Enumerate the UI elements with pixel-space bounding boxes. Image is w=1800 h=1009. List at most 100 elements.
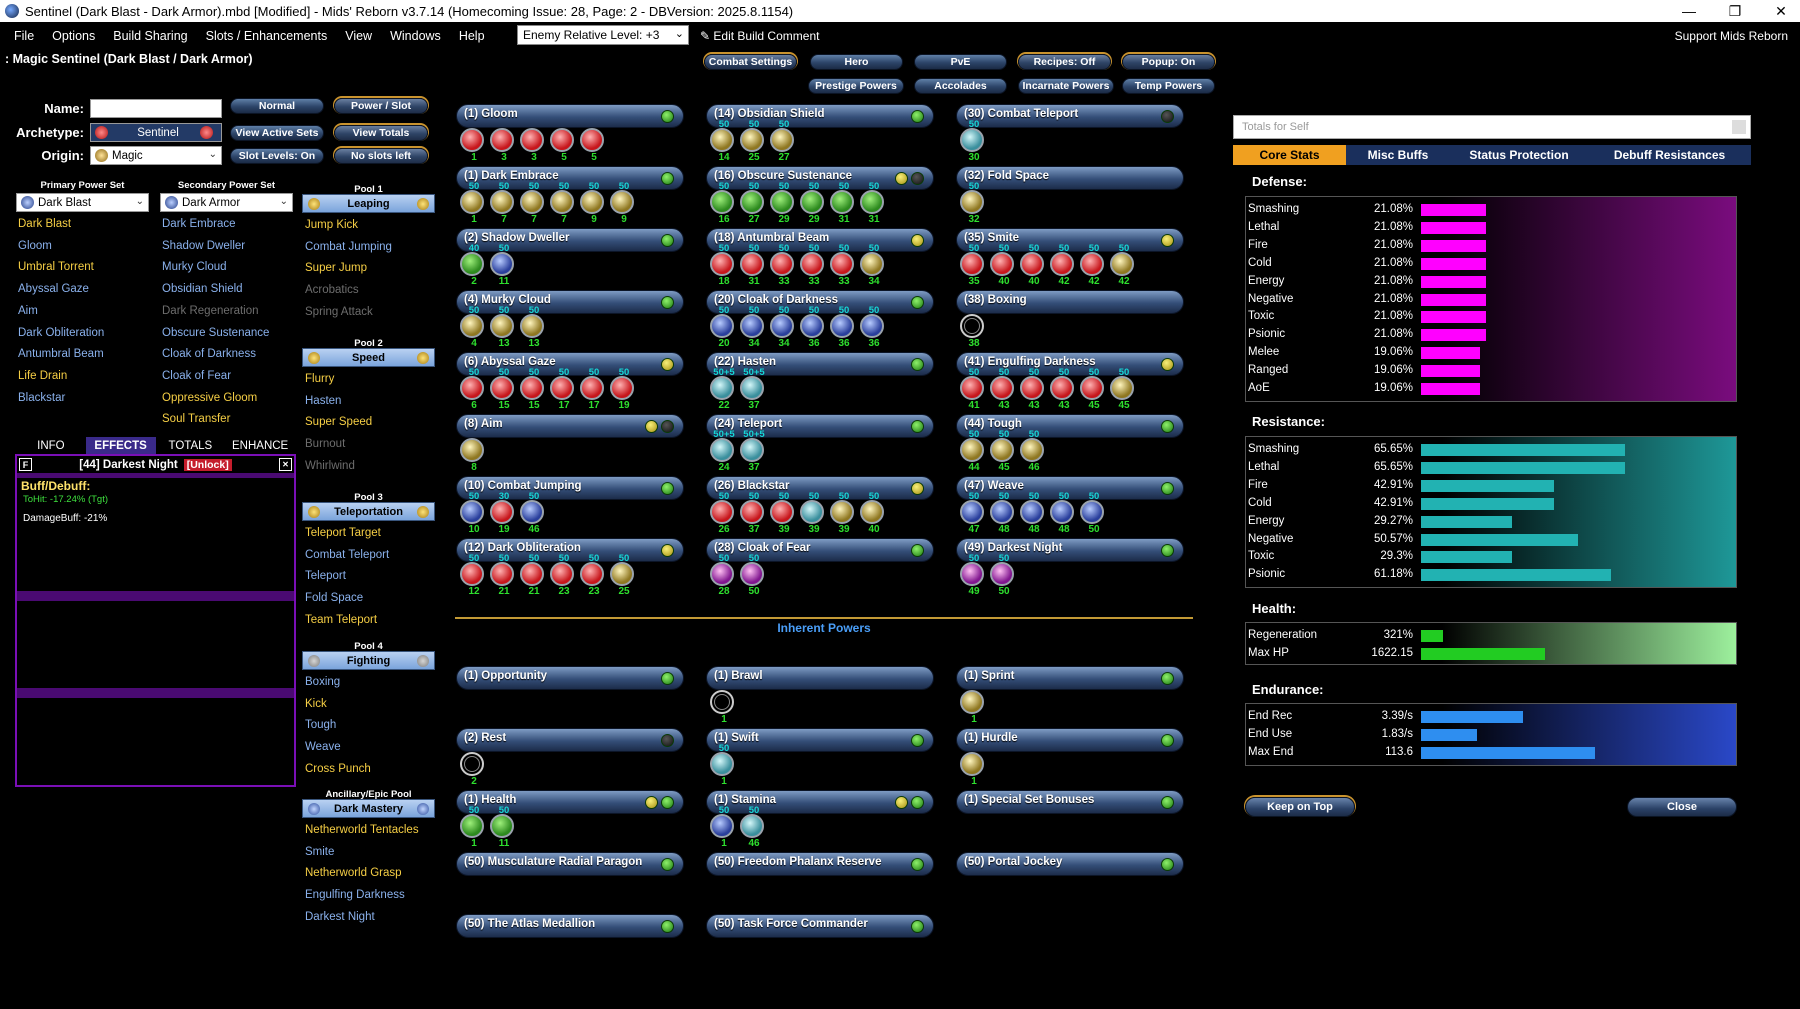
tab-core-stats[interactable]: Core Stats <box>1233 145 1346 165</box>
power-slot-fold-space[interactable]: (32) Fold Space <box>956 166 1184 190</box>
enhancement-slot-icon[interactable]: 1 <box>960 752 984 787</box>
unlock-button[interactable]: [Unlock] <box>183 458 232 471</box>
support-link[interactable]: Support Mids Reborn <box>1674 29 1788 43</box>
toggle-light-green-icon[interactable] <box>911 920 924 933</box>
power-slot-antumbral-beam[interactable]: (18) Antumbral Beam <box>706 228 934 252</box>
power-slot-portal-jockey[interactable]: (50) Portal Jockey <box>956 852 1184 876</box>
power-slot-engulfing-darkness[interactable]: (41) Engulfing Darkness <box>956 352 1184 376</box>
toggle-light-yellow-icon[interactable] <box>895 796 908 809</box>
toggle-light-green-icon[interactable] <box>661 172 674 185</box>
menu-options[interactable]: Options <box>52 28 96 43</box>
power-slot-task-force-commander[interactable]: (50) Task Force Commander <box>706 914 934 938</box>
power-antumbral-beam[interactable]: Antumbral Beam <box>18 348 104 361</box>
archetype-select[interactable]: Sentinel <box>90 123 222 142</box>
close-icon[interactable]: ✕ <box>279 458 292 471</box>
toggle-light-green-icon[interactable] <box>911 858 924 871</box>
enhancement-slot-icon[interactable]: 3 <box>490 128 514 163</box>
toggle-light-yellow-icon[interactable] <box>661 544 674 557</box>
toggle-light-green-icon[interactable] <box>1161 672 1174 685</box>
power-teleport-target[interactable]: Teleport Target <box>305 527 381 539</box>
toggle-light-yellow-icon[interactable] <box>1161 234 1174 247</box>
tab-status-protection[interactable]: Status Protection <box>1469 148 1569 162</box>
enemy-level-select[interactable]: Enemy Relative Level: +3⌄ <box>517 25 689 45</box>
accolades-button[interactable]: Accolades <box>914 78 1007 94</box>
power-slot-hurdle[interactable]: (1) Hurdle <box>956 728 1184 752</box>
power-slot-swift[interactable]: (1) Swift <box>706 728 934 752</box>
recipes-off-button[interactable]: Recipes: Off <box>1018 54 1111 70</box>
toggle-light-yellow-icon[interactable] <box>911 482 924 495</box>
enhancement-slot-icon[interactable]: 1 <box>710 690 734 725</box>
toggle-light-off-icon[interactable] <box>661 420 674 433</box>
maximize-button[interactable]: ❐ <box>1728 2 1742 19</box>
power-murky-cloud[interactable]: Murky Cloud <box>162 261 227 274</box>
power-slot-stamina[interactable]: (1) Stamina <box>706 790 934 814</box>
toggle-light-yellow-icon[interactable] <box>895 172 908 185</box>
tab-info[interactable]: INFO <box>16 437 86 454</box>
power-teleport[interactable]: Teleport <box>305 570 346 583</box>
power-acrobatics[interactable]: Acrobatics <box>305 284 359 297</box>
pool-fighting-select[interactable]: Fighting <box>302 651 435 670</box>
power-dark-regeneration[interactable]: Dark Regeneration <box>162 304 259 317</box>
menu-file[interactable]: File <box>14 28 35 43</box>
toggle-light-off-icon[interactable] <box>911 172 924 185</box>
totals-close-box[interactable] <box>1732 120 1746 134</box>
power-spring-attack[interactable]: Spring Attack <box>305 305 373 318</box>
power-slot-murky-cloud[interactable]: (4) Murky Cloud <box>456 290 684 314</box>
enhancement-slot-icon[interactable]: 38 <box>960 314 984 349</box>
minimize-button[interactable]: — <box>1682 3 1696 19</box>
power-aim[interactable]: Aim <box>18 304 38 317</box>
power-umbral-torrent[interactable]: Umbral Torrent <box>18 261 94 274</box>
power-slot-abyssal-gaze[interactable]: (6) Abyssal Gaze <box>456 352 684 376</box>
secondary-set-select[interactable]: Dark Armor ⌄ <box>160 193 293 212</box>
power-fold-space[interactable]: Fold Space <box>305 592 364 605</box>
power-slot-cloak-of-darkness[interactable]: (20) Cloak of Darkness <box>706 290 934 314</box>
power-oppressive-gloom[interactable]: Oppressive Gloom <box>162 391 258 404</box>
origin-select[interactable]: Magic ⌄ <box>90 146 222 165</box>
power-slot-the-atlas-medallion[interactable]: (50) The Atlas Medallion <box>456 914 684 938</box>
power-smite[interactable]: Smite <box>305 845 335 858</box>
power-slot-obsidian-shield[interactable]: (14) Obsidian Shield <box>706 104 934 128</box>
power-boxing[interactable]: Boxing <box>305 676 341 688</box>
toggle-light-green-icon[interactable] <box>661 672 674 685</box>
toggle-light-green-icon[interactable] <box>661 234 674 247</box>
power-cloak-of-fear[interactable]: Cloak of Fear <box>162 369 232 382</box>
power-slot-sprint[interactable]: (1) Sprint <box>956 666 1184 690</box>
power-life-drain[interactable]: Life Drain <box>18 369 68 382</box>
enhancement-slot-icon[interactable]: 1 <box>460 128 484 163</box>
power-slot-boxing[interactable]: (38) Boxing <box>956 290 1184 314</box>
power-super-speed[interactable]: Super Speed <box>305 416 373 429</box>
power-abyssal-gaze[interactable]: Abyssal Gaze <box>18 283 89 296</box>
enhancement-slot-icon[interactable]: 8 <box>460 438 484 473</box>
keep-on-top-button[interactable]: Keep on Top <box>1245 797 1355 817</box>
tab-totals[interactable]: TOTALS <box>155 437 226 454</box>
power-hasten[interactable]: Hasten <box>305 394 342 407</box>
